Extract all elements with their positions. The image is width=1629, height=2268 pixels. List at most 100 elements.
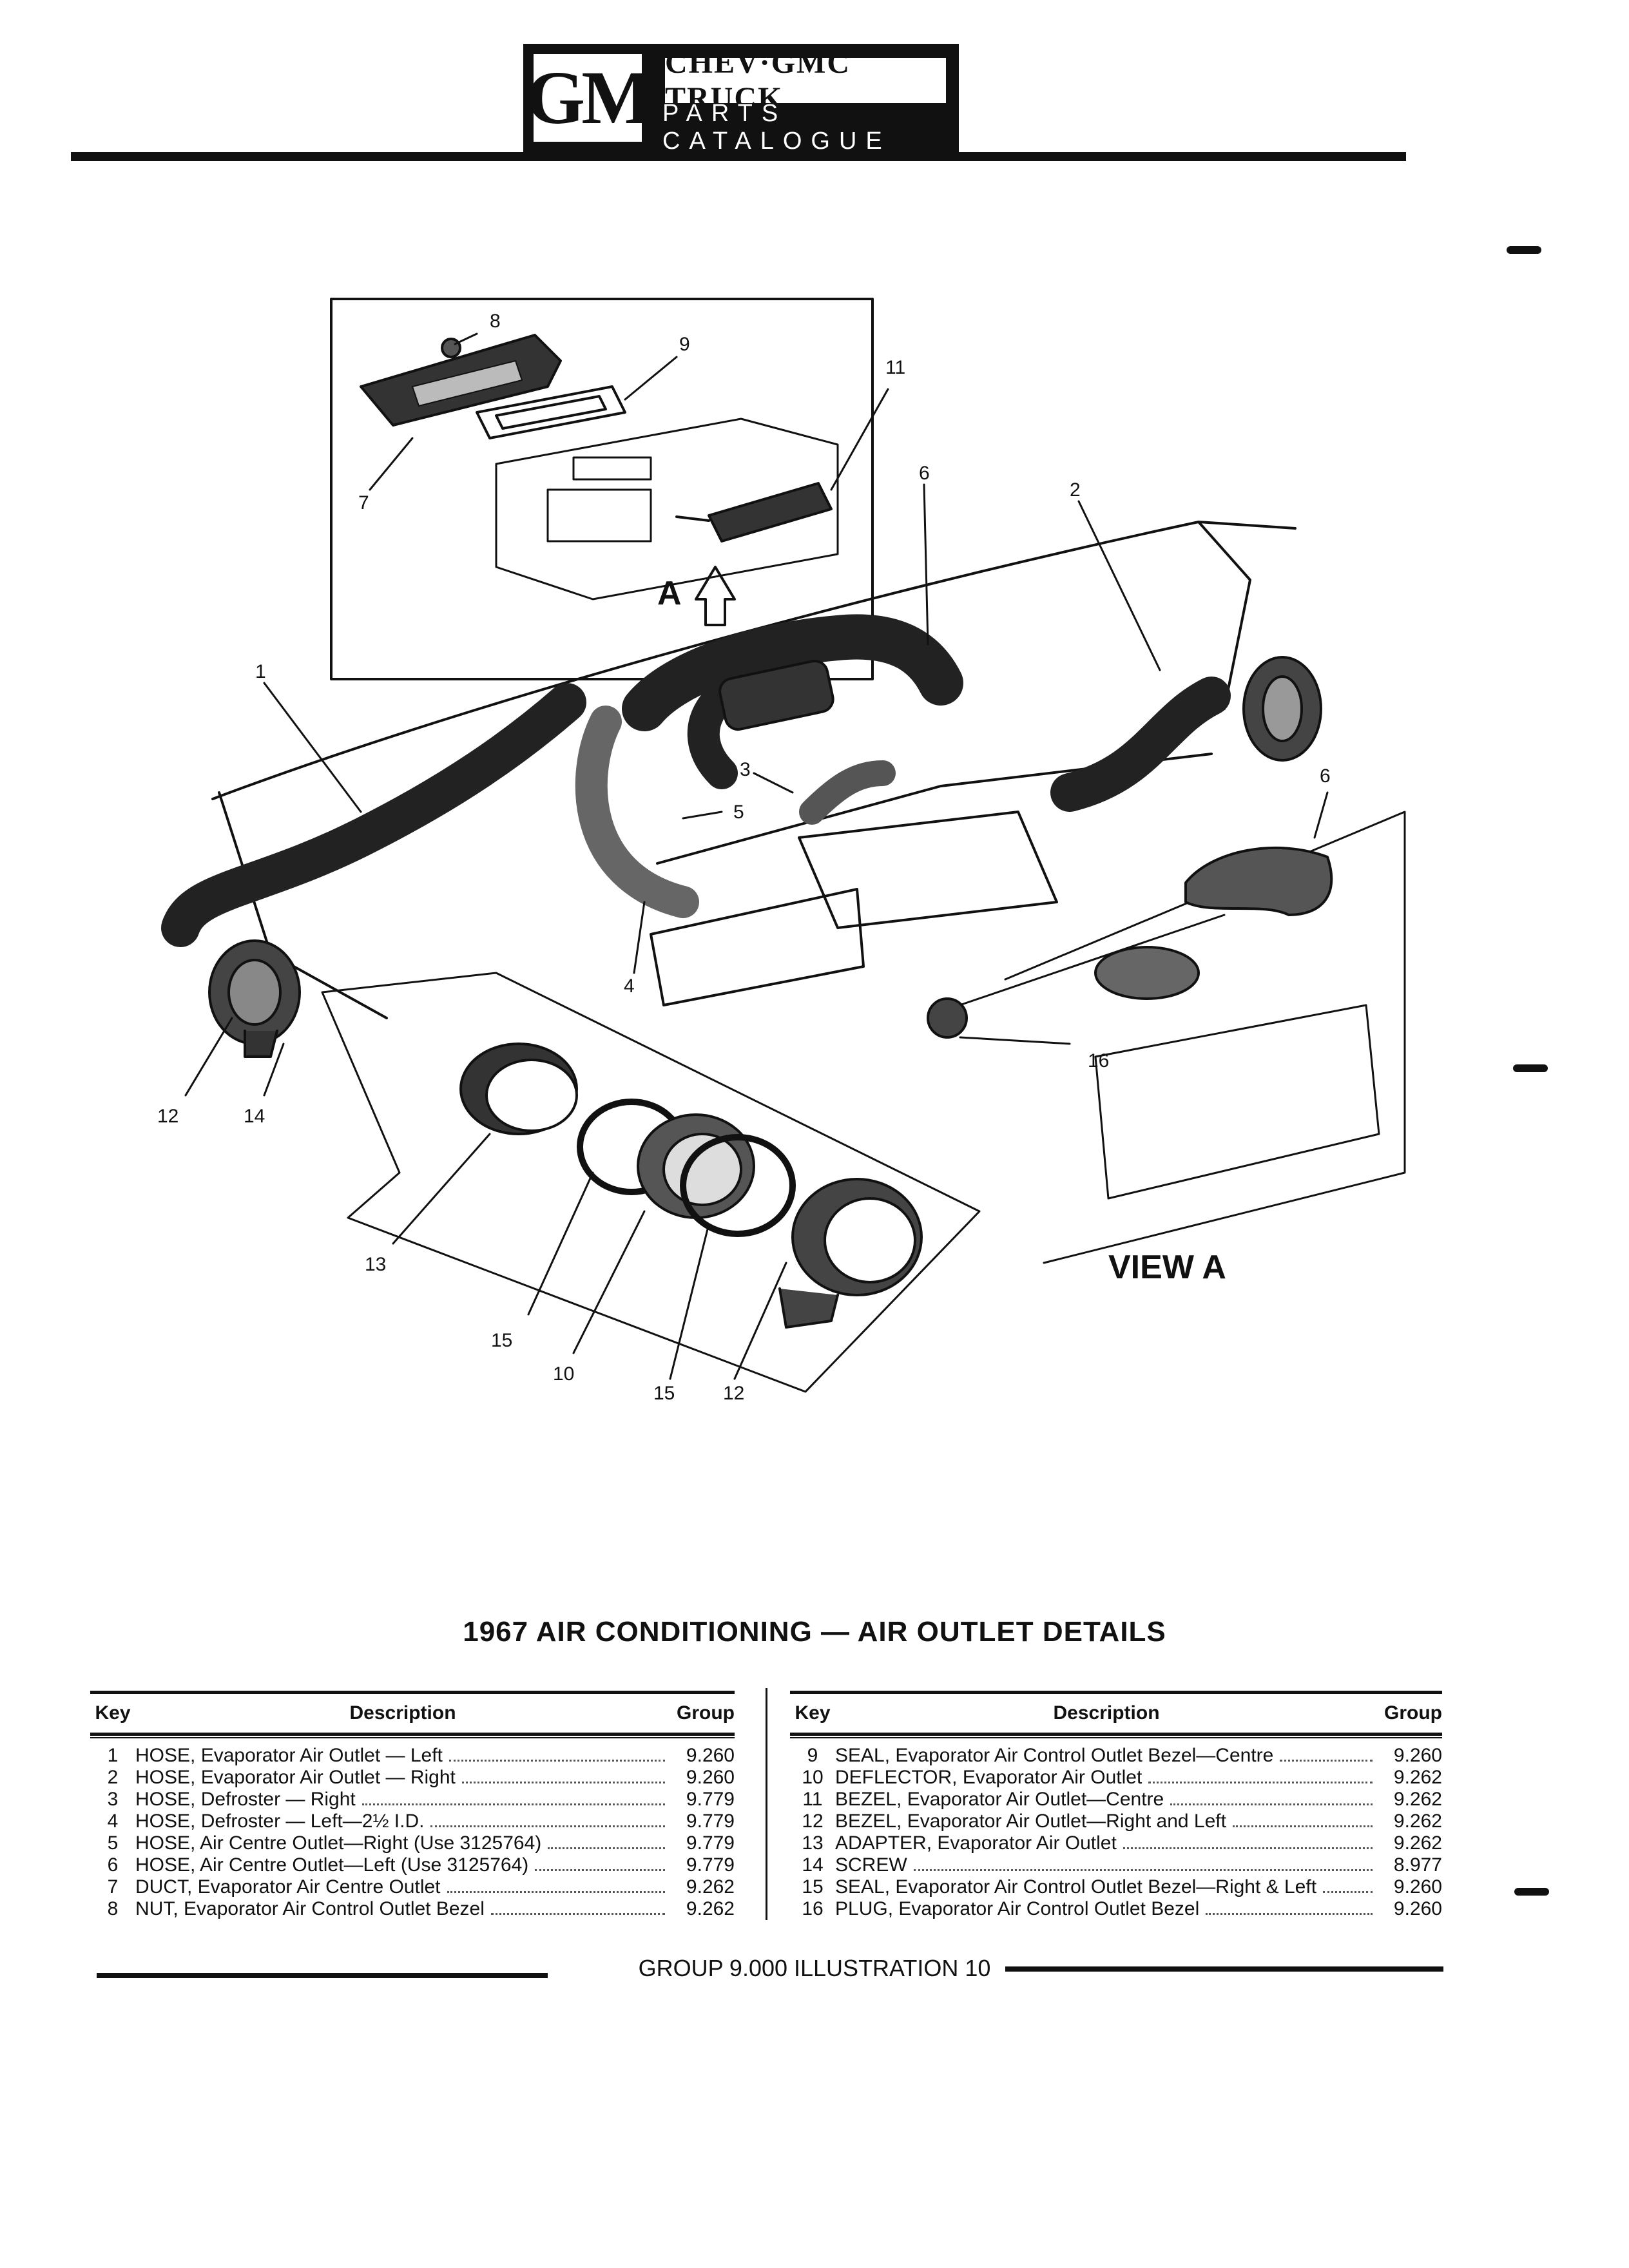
callout-15-right: 15 — [653, 1383, 675, 1404]
header-key: Key — [795, 1702, 831, 1724]
row-description-cell: DEFLECTOR, Evaporator Air Outlet — [835, 1767, 1378, 1789]
page-edge-mark — [1507, 246, 1541, 254]
table-row: 10 DEFLECTOR, Evaporator Air Outlet 9.262 — [790, 1767, 1442, 1789]
table-row: 9 SEAL, Evaporator Air Control Outlet Bez… — [790, 1745, 1442, 1767]
row-description: HOSE, Air Centre Outlet—Left (Use 312576… — [135, 1854, 529, 1876]
row-key: 14 — [802, 1854, 824, 1876]
table-row: 5 HOSE, Air Centre Outlet—Right (Use 3125… — [90, 1832, 735, 1854]
row-group: 8.977 — [1393, 1854, 1442, 1876]
row-description-cell: PLUG, Evaporator Air Control Outlet Beze… — [835, 1898, 1378, 1920]
leader-dots — [461, 1782, 665, 1783]
leader-dots — [448, 1760, 665, 1762]
table-header: Key Description Group — [90, 1694, 735, 1733]
callout-12-exploded: 12 — [723, 1383, 744, 1404]
row-group: 9.262 — [1393, 1832, 1442, 1854]
row-description: DUCT, Evaporator Air Centre Outlet — [135, 1876, 441, 1898]
row-key: 4 — [107, 1811, 119, 1832]
header-rule — [71, 152, 1406, 161]
row-key: 9 — [807, 1745, 818, 1766]
row-description-cell: HOSE, Air Centre Outlet—Left (Use 312576… — [135, 1854, 670, 1876]
callout-view-a-arrow: A — [657, 575, 682, 612]
leader-dots — [913, 1869, 1373, 1871]
row-group: 9.262 — [686, 1876, 735, 1898]
leader-dots — [430, 1825, 665, 1827]
row-description-cell: SEAL, Evaporator Air Control Outlet Beze… — [835, 1876, 1378, 1898]
callout-15-left: 15 — [491, 1330, 512, 1351]
leader-dots — [361, 1803, 665, 1805]
row-description-cell: DUCT, Evaporator Air Centre Outlet — [135, 1876, 670, 1898]
row-description-cell: NUT, Evaporator Air Control Outlet Bezel — [135, 1898, 670, 1920]
row-description: BEZEL, Evaporator Air Outlet—Centre — [835, 1789, 1164, 1810]
callout-14: 14 — [244, 1106, 265, 1127]
row-description-cell: HOSE, Air Centre Outlet—Right (Use 31257… — [135, 1832, 670, 1854]
row-description: PLUG, Evaporator Air Control Outlet Beze… — [835, 1898, 1200, 1919]
callout-3: 3 — [740, 759, 751, 780]
row-key: 5 — [107, 1832, 119, 1854]
callout-16: 16 — [1088, 1050, 1109, 1072]
callout-7: 7 — [358, 492, 369, 514]
row-description: HOSE, Air Centre Outlet—Right (Use 31257… — [135, 1832, 542, 1854]
leader-dots — [535, 1869, 665, 1871]
row-description: HOSE, Defroster — Left—2½ I.D. — [135, 1811, 425, 1832]
table-row: 3 HOSE, Defroster — Right 9.779 — [90, 1789, 735, 1811]
row-key: 13 — [802, 1832, 824, 1854]
row-group: 9.779 — [686, 1789, 735, 1810]
table-column-divider — [766, 1688, 767, 1920]
row-group: 9.779 — [686, 1811, 735, 1832]
table-row: 4 HOSE, Defroster — Left—2½ I.D. 9.779 — [90, 1811, 735, 1832]
row-group: 9.262 — [1393, 1767, 1442, 1788]
leader-dots — [1232, 1825, 1373, 1827]
footer-rule-left — [97, 1973, 548, 1978]
header-key: Key — [95, 1702, 131, 1724]
leader-dots — [1123, 1847, 1373, 1849]
table-row: 6 HOSE, Air Centre Outlet—Left (Use 31257… — [90, 1854, 735, 1876]
row-key: 11 — [802, 1789, 823, 1810]
callout-8: 8 — [490, 311, 501, 332]
row-description-cell: SEAL, Evaporator Air Control Outlet Beze… — [835, 1745, 1378, 1767]
page-edge-mark — [1513, 1064, 1548, 1072]
row-group: 9.779 — [686, 1854, 735, 1876]
row-description-cell: HOSE, Evaporator Air Outlet — Right — [135, 1767, 670, 1789]
row-key: 3 — [107, 1789, 119, 1810]
row-description: HOSE, Evaporator Air Outlet — Right — [135, 1767, 456, 1788]
table-header: Key Description Group — [790, 1694, 1442, 1733]
row-group: 9.262 — [1393, 1789, 1442, 1810]
leader-dots — [490, 1913, 665, 1915]
header-description: Description — [349, 1702, 456, 1724]
page-edge-mark — [1514, 1888, 1549, 1896]
footer-rule-right — [1005, 1966, 1443, 1972]
callout-13: 13 — [365, 1254, 386, 1275]
header-group: Group — [1384, 1702, 1442, 1724]
callout-9: 9 — [679, 334, 690, 355]
row-description-cell: HOSE, Defroster — Right — [135, 1789, 670, 1811]
row-description: HOSE, Defroster — Right — [135, 1789, 356, 1810]
callout-6-view-a: 6 — [1320, 765, 1331, 787]
row-group: 9.260 — [1393, 1876, 1442, 1898]
row-group: 9.260 — [686, 1745, 735, 1766]
row-description-cell: ADAPTER, Evaporator Air Outlet — [835, 1832, 1378, 1854]
gm-logo-text: GM — [526, 55, 653, 140]
row-key: 10 — [802, 1767, 824, 1788]
leader-dots — [1323, 1891, 1373, 1893]
row-key: 6 — [107, 1854, 119, 1876]
row-description-cell: HOSE, Evaporator Air Outlet — Left — [135, 1745, 670, 1767]
row-description: DEFLECTOR, Evaporator Air Outlet — [835, 1767, 1142, 1788]
group-illustration-footer: GROUP 9.000 ILLUSTRATION 10 — [638, 1955, 991, 1981]
callout-4: 4 — [624, 975, 635, 997]
row-description: SEAL, Evaporator Air Control Outlet Beze… — [835, 1745, 1274, 1766]
header-group: Group — [677, 1702, 735, 1724]
illustration-title: 1967 AIR CONDITIONING — AIR OUTLET DETAI… — [463, 1616, 1166, 1648]
leader-dots — [447, 1891, 665, 1893]
header-description: Description — [1053, 1702, 1160, 1724]
row-key: 8 — [107, 1898, 119, 1919]
callout-6: 6 — [919, 463, 930, 484]
row-description: SCREW — [835, 1854, 907, 1876]
